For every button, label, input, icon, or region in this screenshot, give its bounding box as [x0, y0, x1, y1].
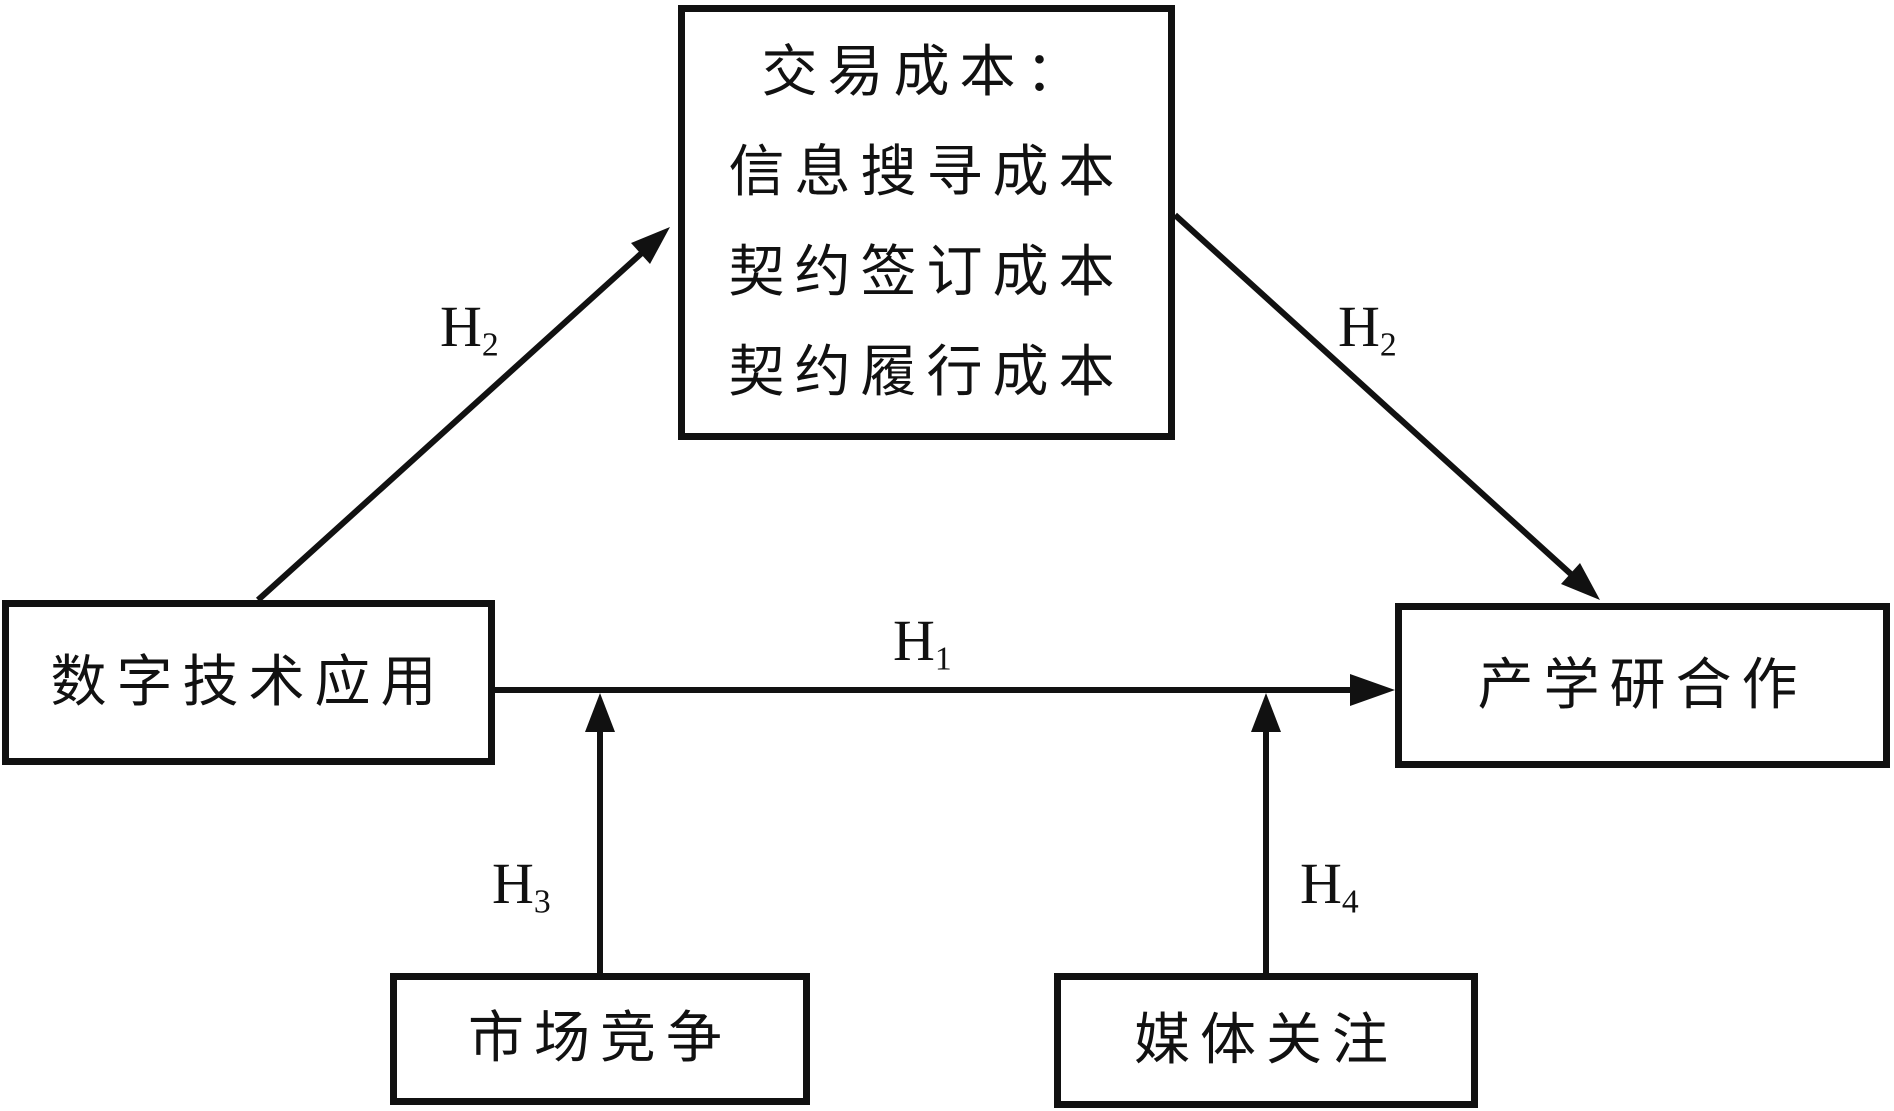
- h2-left-subscript: 2: [481, 326, 499, 364]
- h2-right-base: H: [1338, 294, 1380, 359]
- transaction-cost-title: 交易成本：: [761, 41, 1092, 104]
- digital-technology-label: 数字技术应用: [50, 651, 447, 714]
- industry-university-research-box: 产学研合作: [1395, 603, 1890, 768]
- h2-right-subscript: 2: [1379, 326, 1397, 364]
- market-competition-label: 市场竞争: [468, 1008, 732, 1070]
- h4-subscript: 4: [1341, 883, 1359, 921]
- h3-arrow: [585, 693, 615, 973]
- h2-right-label: H2: [1338, 298, 1397, 362]
- h1-subscript: 1: [934, 640, 952, 678]
- h1-base: H: [893, 608, 935, 673]
- digital-technology-box: 数字技术应用: [2, 600, 495, 765]
- h3-subscript: 3: [533, 883, 551, 921]
- h2-left-base: H: [440, 294, 482, 359]
- h1-arrow: [495, 674, 1395, 706]
- h2-left-arrow: [255, 227, 670, 603]
- h1-label: H1: [893, 612, 952, 676]
- media-attention-box: 媒体关注: [1054, 973, 1478, 1108]
- contract-signing-cost-line: 契约签订成本: [728, 241, 1125, 304]
- h4-label: H4: [1300, 855, 1359, 919]
- industry-university-research-label: 产学研合作: [1477, 654, 1808, 717]
- h4-arrow: [1251, 693, 1281, 973]
- market-competition-box: 市场竞争: [390, 973, 810, 1105]
- transaction-cost-box: 交易成本： 信息搜寻成本 契约签订成本 契约履行成本: [678, 5, 1175, 440]
- contract-performance-cost-line: 契约履行成本: [728, 341, 1125, 404]
- h2-right-arrow: [1172, 212, 1600, 600]
- h4-base: H: [1300, 851, 1342, 916]
- h3-label: H3: [492, 855, 551, 919]
- media-attention-label: 媒体关注: [1134, 1009, 1398, 1072]
- information-search-cost-line: 信息搜寻成本: [728, 141, 1125, 204]
- h2-left-label: H2: [440, 298, 499, 362]
- h3-base: H: [492, 851, 534, 916]
